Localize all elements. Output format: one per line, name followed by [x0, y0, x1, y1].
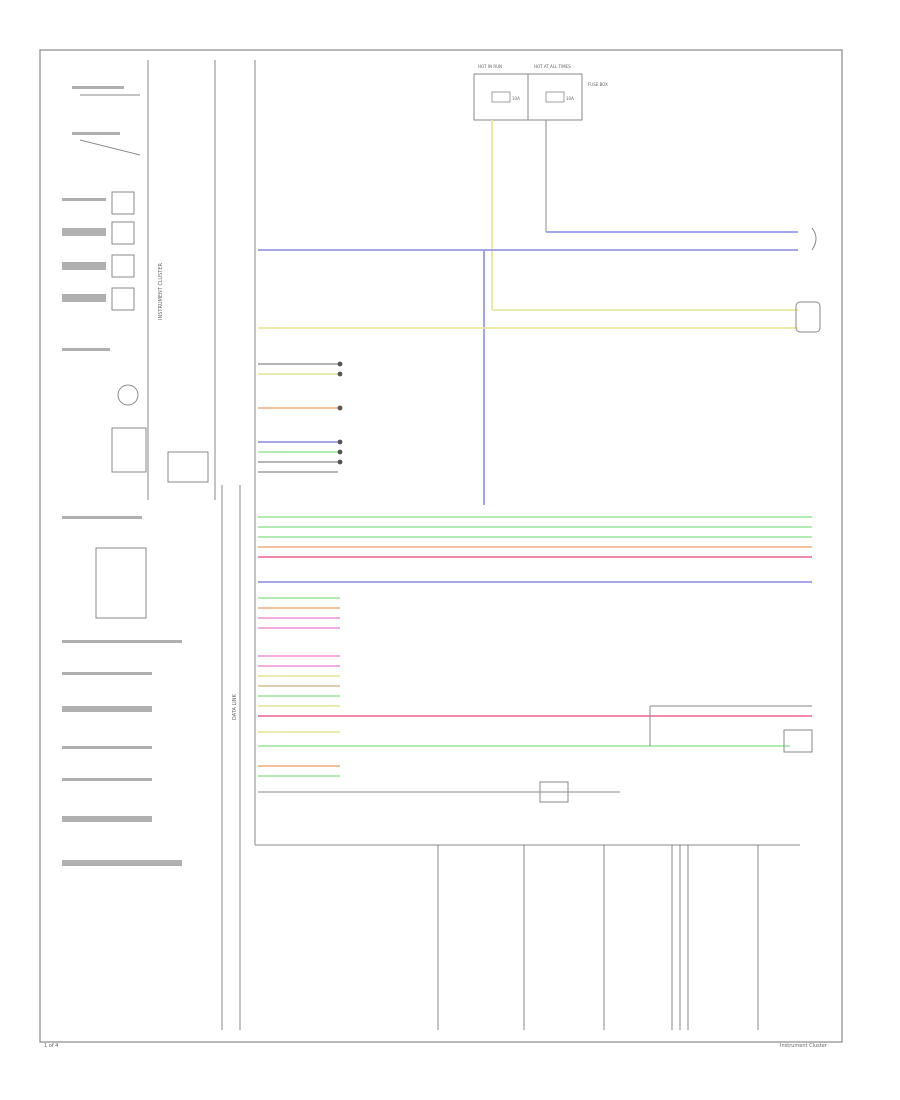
fuse-box: HOT IN RUN HOT AT ALL TIMES 10A 10A FUSE… [473, 64, 608, 121]
right-connector-mid [795, 301, 821, 333]
stub-wires-lower [258, 597, 340, 777]
diagram-frame [39, 49, 843, 1043]
right-lower-component [649, 705, 813, 753]
fuse-b-label: 10A [566, 96, 574, 101]
fuse-box-label: FUSE BOX [588, 82, 608, 87]
bottom-connector [539, 781, 569, 803]
fuse-box-title-right: HOT AT ALL TIMES [534, 64, 571, 69]
bottom-drops [437, 845, 759, 1030]
footer-left-code: 1 of 4 [44, 1043, 58, 1049]
left-labels [62, 86, 182, 866]
footer-right-code: Instrument Cluster [780, 1043, 828, 1049]
stub-wires-mid [258, 361, 343, 473]
right-connector-top [811, 227, 817, 251]
lower-component-label: DATA LINK [232, 694, 238, 720]
cluster-label: INSTRUMENT CLUSTER [158, 262, 164, 320]
long-wires [258, 516, 812, 583]
fuse-a-label: 10A [512, 96, 520, 101]
left-switches [79, 94, 209, 619]
fuse-box-title-left: HOT IN RUN [478, 64, 502, 69]
